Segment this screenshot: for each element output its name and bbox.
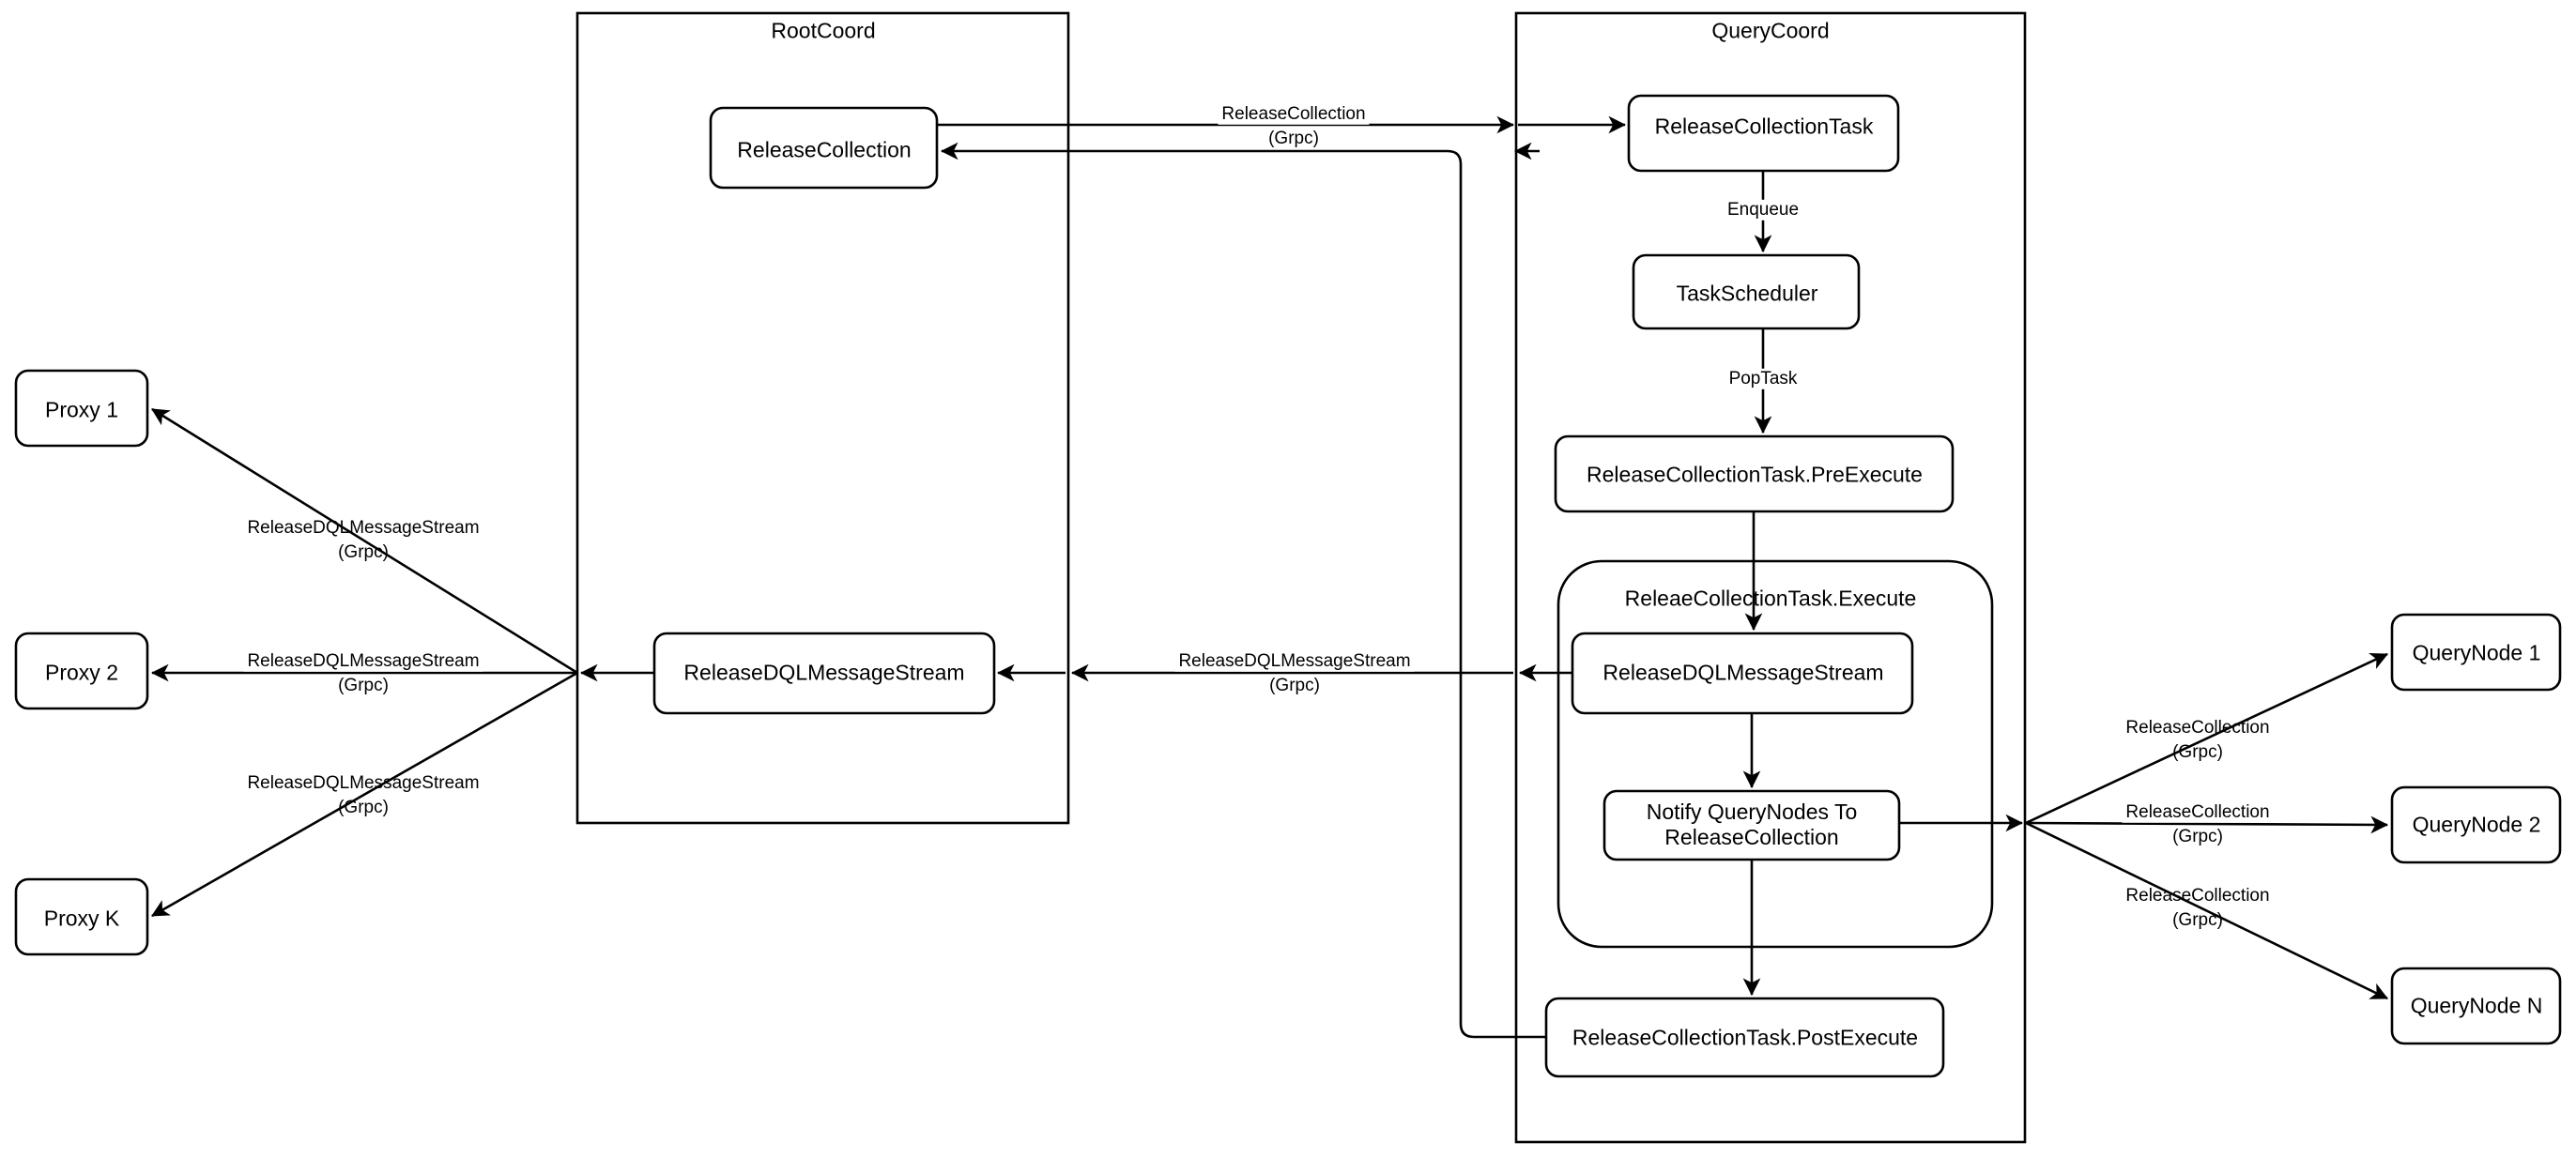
edge-junction-to-proxyk [151, 671, 578, 918]
node-querynode2-box [2390, 785, 2562, 864]
node-rc-releasecollection-box [709, 106, 939, 190]
group-execute-border [1556, 559, 1994, 949]
node-qc-postexecute-box [1544, 997, 1945, 1078]
node-qc-preexecute-box [1554, 434, 1955, 513]
node-qc-notify-box [1602, 789, 1901, 861]
edge-junction-to-proxy1 [151, 407, 578, 675]
node-qc-releasecollectiontask-box [1627, 94, 1900, 173]
edge-junction-to-querynode1 [2025, 652, 2389, 825]
edge-postexecute-to-releasecollection [940, 142, 1546, 1039]
node-proxyk-box [14, 877, 149, 956]
node-proxy1-box [14, 369, 149, 448]
node-qc-releasedqlmessagestream-box [1571, 632, 1914, 715]
node-qc-taskscheduler-box [1632, 253, 1861, 330]
edge-junction-to-querynoden [2025, 821, 2389, 1000]
node-querynode1-box [2390, 613, 2562, 692]
node-querynoden-box [2390, 967, 2562, 1045]
edge-junction-to-querynode2 [2025, 815, 2389, 834]
node-proxy2-box [14, 632, 149, 710]
node-rc-releasedqlmessagestream-box [652, 632, 996, 715]
